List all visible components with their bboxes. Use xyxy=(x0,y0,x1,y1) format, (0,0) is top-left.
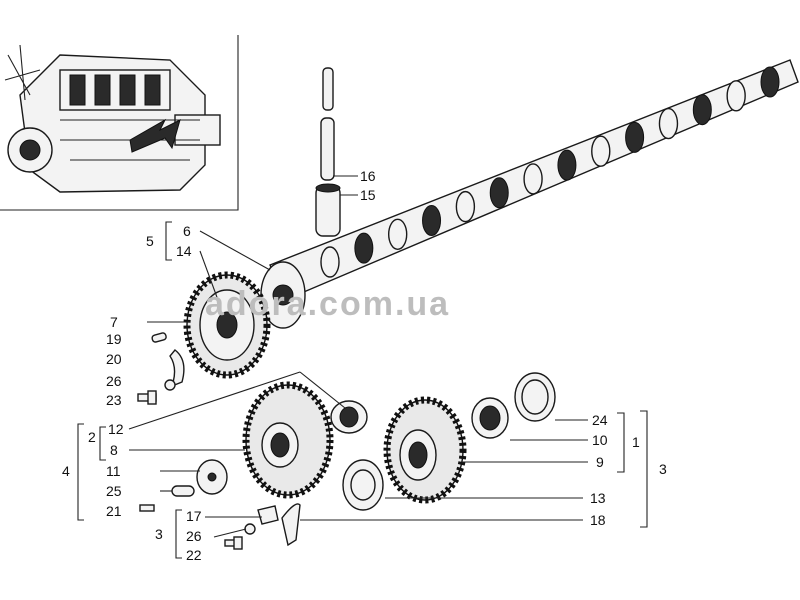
camshaft-icon xyxy=(260,59,799,329)
hub-13 xyxy=(342,459,384,511)
callout-18: 18 xyxy=(590,512,606,528)
key-19 xyxy=(151,332,167,343)
callout-8: 8 xyxy=(110,442,118,458)
callout-labels: 16 15 5 6 14 7 19 20 26 23 2 12 8 4 11 2… xyxy=(62,168,667,563)
cam-lobe xyxy=(354,232,374,264)
cam-lobe xyxy=(760,66,780,98)
callout-17: 17 xyxy=(186,508,202,524)
callout-25: 25 xyxy=(106,483,122,499)
engine-overview-icon xyxy=(4,44,221,193)
thrust-washer-11 xyxy=(196,459,228,495)
callout-19: 19 xyxy=(106,331,122,347)
callout-3-right: 3 xyxy=(659,461,667,477)
callout-26-bottom: 26 xyxy=(186,528,202,544)
callout-6: 6 xyxy=(183,223,191,239)
callout-21: 21 xyxy=(106,503,122,519)
engine-inset xyxy=(0,35,239,211)
callout-20: 20 xyxy=(106,351,122,367)
callout-11: 11 xyxy=(106,463,121,479)
pushrod-16 xyxy=(320,67,358,181)
cam-lobe xyxy=(692,94,712,126)
bolt-22 xyxy=(224,536,243,550)
callout-9: 9 xyxy=(596,454,604,470)
callout-13: 13 xyxy=(590,490,606,506)
cam-lobe xyxy=(658,107,679,140)
callout-23: 23 xyxy=(106,392,122,408)
cam-lobe xyxy=(557,149,577,181)
intermediate-gear xyxy=(242,381,334,499)
drive-gear-9 xyxy=(383,396,467,504)
leader-lines xyxy=(128,230,588,538)
callout-1: 1 xyxy=(632,434,640,450)
tappet-15 xyxy=(315,183,358,237)
washer-26-bottom xyxy=(244,523,256,535)
callout-3-left: 3 xyxy=(155,526,163,542)
callout-2: 2 xyxy=(88,429,96,445)
cam-lobe xyxy=(320,246,340,278)
cam-lobe xyxy=(422,204,442,236)
callout-7: 7 xyxy=(110,314,118,330)
bearing-ring-24 xyxy=(514,372,556,422)
callout-24: 24 xyxy=(592,412,608,428)
bearing-10 xyxy=(471,397,509,439)
cam-lobe xyxy=(387,218,408,251)
callout-12: 12 xyxy=(108,421,124,437)
watermark: adora.com.ua xyxy=(205,285,450,323)
inset-frame xyxy=(0,35,239,211)
cam-lobe xyxy=(726,80,746,112)
cam-lobe xyxy=(523,163,543,195)
washer-26-top xyxy=(164,379,176,391)
callout-4: 4 xyxy=(62,463,70,479)
callout-14: 14 xyxy=(176,243,192,259)
bushing-12 xyxy=(330,400,368,434)
callout-26-top: 26 xyxy=(106,373,122,389)
lock-plate-25 xyxy=(171,485,195,497)
cam-lobe xyxy=(489,177,509,209)
brackets xyxy=(77,221,648,559)
callout-22: 22 xyxy=(186,547,202,563)
callout-16: 16 xyxy=(360,168,376,184)
cam-lobe xyxy=(591,135,611,167)
camshaft-gear xyxy=(183,271,271,379)
callout-15: 15 xyxy=(360,187,376,203)
bolt-23 xyxy=(137,390,157,405)
cam-lobe xyxy=(625,121,645,153)
plate-17 xyxy=(257,505,279,525)
callout-5: 5 xyxy=(146,233,154,249)
cam-lobe xyxy=(455,190,476,223)
bolt-21 xyxy=(139,504,155,512)
callout-10: 10 xyxy=(592,432,608,448)
lock-18 xyxy=(281,503,301,547)
